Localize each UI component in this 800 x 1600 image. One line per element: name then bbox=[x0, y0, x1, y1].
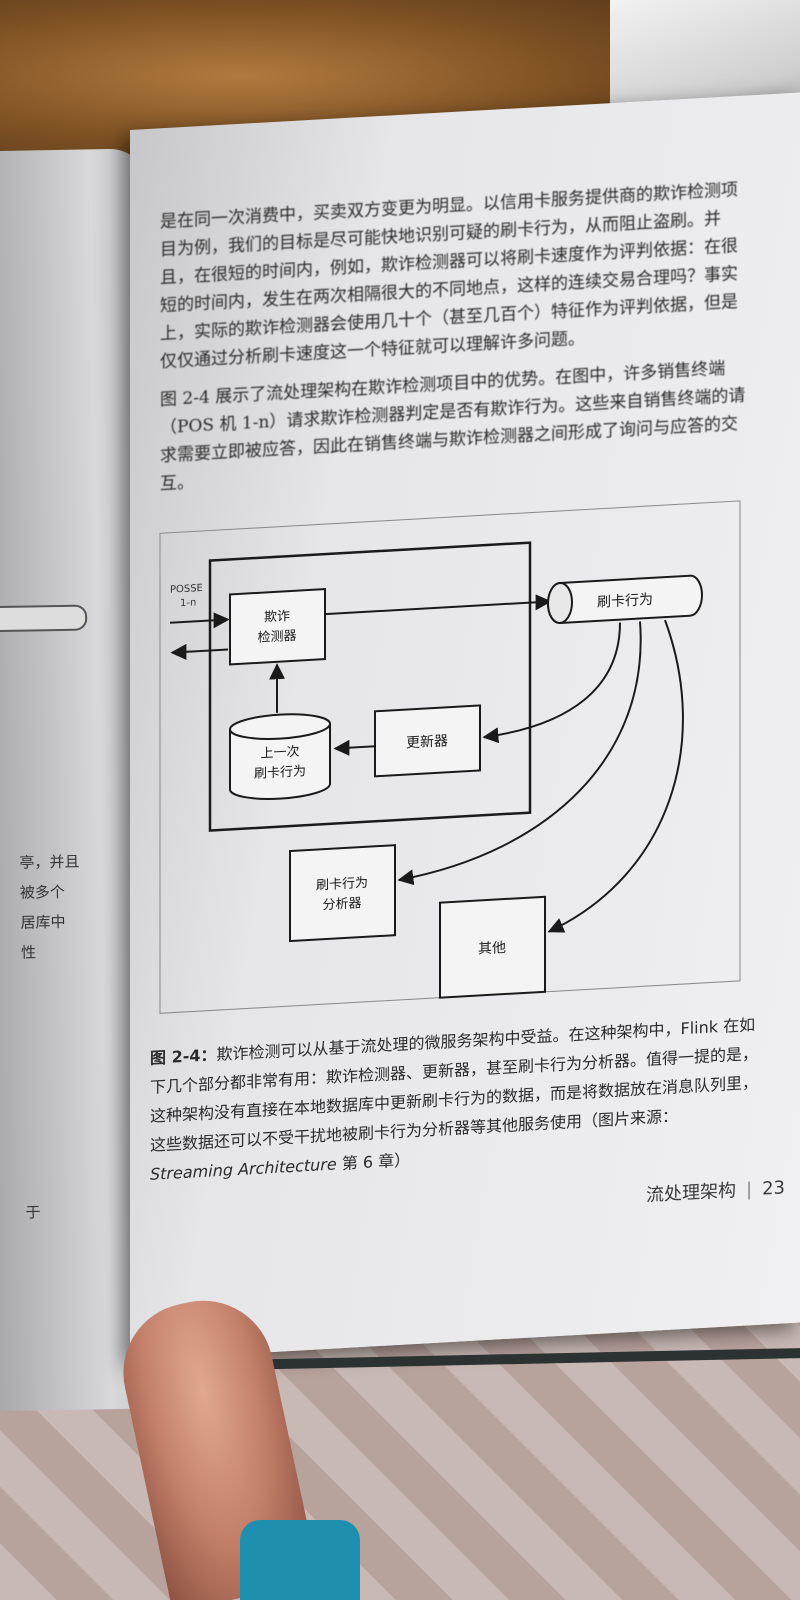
previous-page-text: 性 bbox=[20, 943, 37, 962]
page-number: 23 bbox=[762, 1177, 785, 1200]
figure-caption: 图 2-4：欺诈检测可以从基于流处理的微服务架构中受益。在这种架构中，Flink… bbox=[150, 1010, 760, 1189]
updater-label: 更新器 bbox=[406, 733, 448, 751]
body-paragraph: 是在同一次消费中，买卖双方变更为明显。以信用卡服务提供商的欺诈检测项目为例，我们… bbox=[160, 180, 738, 373]
body-paragraph: 图 2-4 展示了流处理架构在欺诈检测项目中的优势。在图中，许多销售终端（POS… bbox=[160, 358, 746, 495]
previous-page-text: 被多个 bbox=[19, 882, 66, 902]
footer-separator: | bbox=[746, 1179, 753, 1201]
body-text: 是在同一次消费中，买卖双方变更为明显。以信用卡服务提供商的欺诈检测项目为例，我们… bbox=[160, 175, 750, 508]
running-header: 流处理架构 bbox=[646, 1180, 737, 1207]
caption-text: 欺诈检测可以从基于流处理的微服务架构中受益。在这种架构中，Flink 在如下几个… bbox=[150, 1015, 759, 1155]
last-swipe-label: 刷卡行为 bbox=[254, 764, 306, 782]
analyzer-box bbox=[289, 844, 396, 943]
pos-label-range: 1-n bbox=[180, 597, 196, 609]
analyzer-label: 刷卡行为 bbox=[316, 876, 368, 894]
swipe-stream-label: 刷卡行为 bbox=[597, 592, 653, 611]
last-swipe-database-top bbox=[229, 713, 331, 740]
caption-source-title: Streaming Architecture bbox=[150, 1154, 337, 1184]
fraud-detector-label: 检测器 bbox=[258, 629, 297, 646]
previous-page-text: 亭，并且 bbox=[19, 852, 80, 872]
swipe-stream-queue-end bbox=[547, 581, 573, 624]
book-page: 是在同一次消费中，买卖双方变更为明显。以信用卡服务提供商的欺诈检测项目为例，我们… bbox=[130, 92, 800, 1361]
caption-text-end: 第 6 章） bbox=[336, 1150, 411, 1174]
diagram-svg: POSSE 1-n 欺诈 检测器 刷卡行为 上一次 刷卡行为 更新器 bbox=[159, 500, 741, 1014]
last-swipe-database bbox=[229, 723, 331, 800]
updater-box bbox=[374, 704, 481, 778]
last-swipe-label: 上一次 bbox=[261, 744, 300, 762]
architecture-diagram: POSSE 1-n 欺诈 检测器 刷卡行为 上一次 刷卡行为 更新器 bbox=[150, 490, 750, 1024]
previous-page-text: 居库中 bbox=[20, 912, 66, 932]
pos-request-arrow bbox=[170, 612, 230, 629]
fraud-detector-label: 欺诈 bbox=[264, 609, 290, 625]
pos-response-arrow bbox=[170, 643, 228, 660]
analyzer-label: 分析器 bbox=[323, 896, 362, 913]
background-object bbox=[240, 1520, 360, 1600]
stream-to-updater-arrow bbox=[482, 622, 621, 744]
updater-to-database-arrow bbox=[333, 739, 375, 756]
fraud-detector-box bbox=[229, 588, 326, 666]
previous-page-text: 于 bbox=[25, 1203, 41, 1222]
other-services-label: 其他 bbox=[478, 940, 506, 958]
stream-to-analyzer-arrow bbox=[397, 621, 642, 886]
caption-label: 图 2-4： bbox=[150, 1045, 217, 1068]
stream-to-other-arrow bbox=[547, 619, 684, 933]
pos-label: POSSE bbox=[170, 583, 203, 596]
other-services-box bbox=[439, 895, 546, 999]
previous-page-figure-fragment bbox=[0, 604, 88, 633]
detector-to-stream-arrow bbox=[325, 594, 552, 616]
page-footer: 流处理架构 | 23 bbox=[585, 1173, 785, 1210]
service-boundary bbox=[208, 541, 532, 832]
